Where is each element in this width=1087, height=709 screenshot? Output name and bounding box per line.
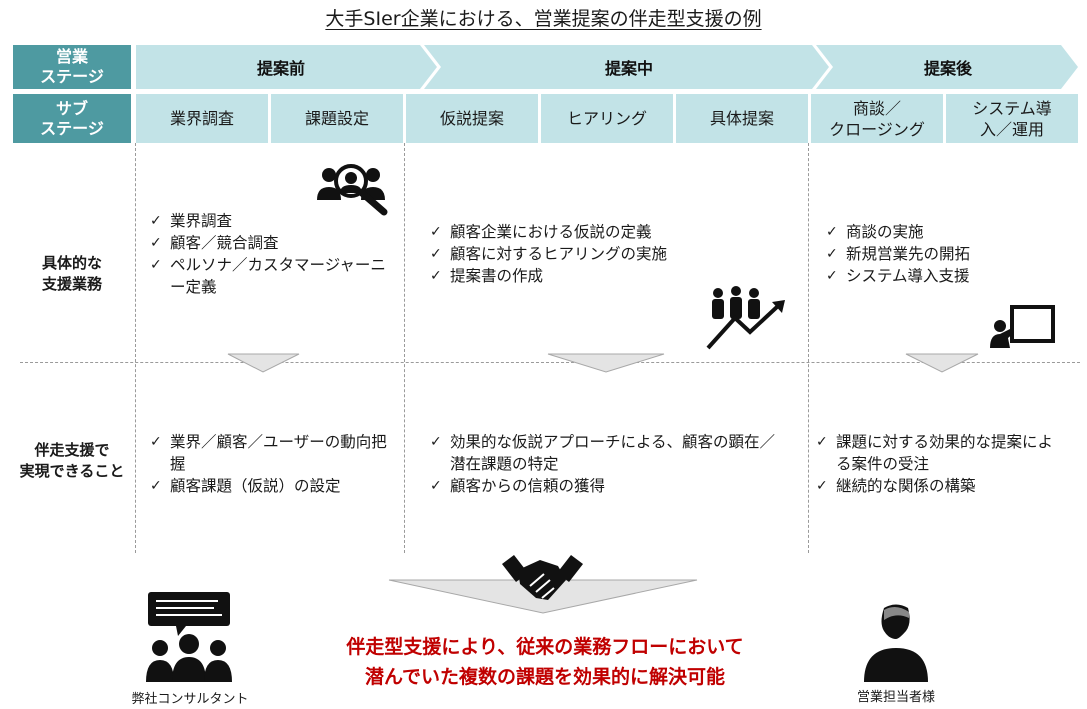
list-item: 顧客／競合調査 xyxy=(148,232,390,254)
substage-cell: 商談／ クロージング xyxy=(811,94,943,143)
column-divider xyxy=(404,143,405,553)
substage-label: 課題設定 xyxy=(304,109,369,128)
sales-rep-caption: 営業担当者様 xyxy=(856,690,935,705)
consultant-caption: 弊社コンサルタント xyxy=(131,692,249,707)
substage-label: 具体提案 xyxy=(709,109,774,128)
list-item: システム導入支援 xyxy=(824,265,1074,287)
stage-label-before: 提案前 xyxy=(256,59,305,78)
support-list-during: 顧客企業における仮説の定義 顧客に対するヒアリングの実施 提案書の作成 xyxy=(428,221,728,287)
row-label-support: 具体的な 支援業務 xyxy=(13,253,131,295)
stage-chevron-during xyxy=(424,45,829,89)
row-divider xyxy=(20,362,1080,363)
list-item: 業界／顧客／ユーザーの動向把握 xyxy=(148,431,390,475)
sales-rep-icon xyxy=(864,604,928,682)
stage-row-header: 営業 ステージ xyxy=(13,45,131,89)
row-label-line: 実現できること xyxy=(19,462,125,480)
list-item: 提案書の作成 xyxy=(428,265,728,287)
column-divider xyxy=(808,143,809,553)
summary-message-line: 伴走型支援により、従来の業務フローにおいて xyxy=(346,636,744,658)
list-item: 継続的な関係の構築 xyxy=(814,475,1066,497)
substage-cell: ヒアリング xyxy=(541,94,673,143)
growth-team-icon xyxy=(706,286,785,350)
achieve-list-after: 課題に対する効果的な提案による案件の受注 継続的な関係の構築 xyxy=(814,431,1066,497)
substage-cell: 仮説提案 xyxy=(406,94,538,143)
row-label-achieve: 伴走支援で 実現できること xyxy=(13,440,131,482)
stage-label-after: 提案後 xyxy=(923,59,972,78)
row-label-line: 伴走支援で xyxy=(34,441,110,459)
substage-cell: 具体提案 xyxy=(676,94,808,143)
substage-label: ヒアリング xyxy=(566,109,647,128)
list-item: 顧客課題（仮説）の設定 xyxy=(148,475,390,497)
list-item: 課題に対する効果的な提案による案件の受注 xyxy=(814,431,1066,475)
substage-header-line1: サブ xyxy=(55,98,88,118)
substage-label: 業界調査 xyxy=(169,109,234,128)
row-label-line: 具体的な xyxy=(41,254,102,272)
list-item: 新規営業先の開拓 xyxy=(824,243,1074,265)
list-item: 効果的な仮説アプローチによる、顧客の顕在／潜在課題の特定 xyxy=(428,431,780,475)
list-item: 顧客に対するヒアリングの実施 xyxy=(428,243,728,265)
stage-chevron-before xyxy=(136,45,437,89)
stage-header-line2: ステージ xyxy=(40,67,104,86)
summary-message: 伴走型支援により、従来の業務フローにおいて 潜んでいた複数の課題を効果的に解決可… xyxy=(290,632,800,692)
substage-label: システム導 xyxy=(972,98,1052,118)
page-title: 大手SIer企業における、営業提案の伴走型支援の例 xyxy=(325,8,762,30)
achieve-list-before: 業界／顧客／ユーザーの動向把握 顧客課題（仮説）の設定 xyxy=(148,431,390,497)
row-label-line: 支援業務 xyxy=(41,275,102,293)
stage-chevron-after xyxy=(816,45,1078,89)
stage-label-during: 提案中 xyxy=(604,59,653,78)
list-item: 顧客企業における仮説の定義 xyxy=(428,221,728,243)
achieve-list-during: 効果的な仮説アプローチによる、顧客の顕在／潜在課題の特定 顧客からの信頼の獲得 xyxy=(428,431,780,497)
substage-cell: 業界調査 xyxy=(136,94,268,143)
substage-label: 商談／ xyxy=(852,98,901,118)
support-list-after: 商談の実施 新規営業先の開拓 システム導入支援 xyxy=(824,221,1074,287)
substage-cell: 課題設定 xyxy=(271,94,403,143)
substage-label: 入／運用 xyxy=(979,119,1044,139)
list-item: 業界調査 xyxy=(148,210,390,232)
list-item: ペルソナ／カスタマージャーニー定義 xyxy=(148,254,390,298)
research-team-icon xyxy=(317,164,388,216)
list-item: 商談の実施 xyxy=(824,221,1074,243)
down-arrow-during xyxy=(547,353,665,373)
substage-row-header: サブ ステージ xyxy=(13,94,131,143)
summary-message-line: 潜んでいた複数の課題を効果的に解決可能 xyxy=(364,666,726,688)
column-divider xyxy=(135,143,136,553)
list-item: 顧客からの信頼の獲得 xyxy=(428,475,780,497)
support-list-before: 業界調査 顧客／競合調査 ペルソナ／カスタマージャーニー定義 xyxy=(148,210,390,298)
down-arrow-before xyxy=(227,353,300,373)
stage-header-line1: 営業 xyxy=(55,47,88,66)
consultant-team-icon xyxy=(146,592,232,682)
substage-label: クロージング xyxy=(829,119,925,139)
stage-chevrons xyxy=(136,45,1078,89)
presentation-icon xyxy=(990,305,1055,348)
substage-label: 仮説提案 xyxy=(439,109,504,128)
substage-header-line2: ステージ xyxy=(40,118,104,138)
handshake-icon xyxy=(502,555,583,600)
substage-cell: システム導 入／運用 xyxy=(946,94,1078,143)
down-arrow-after xyxy=(905,353,979,373)
